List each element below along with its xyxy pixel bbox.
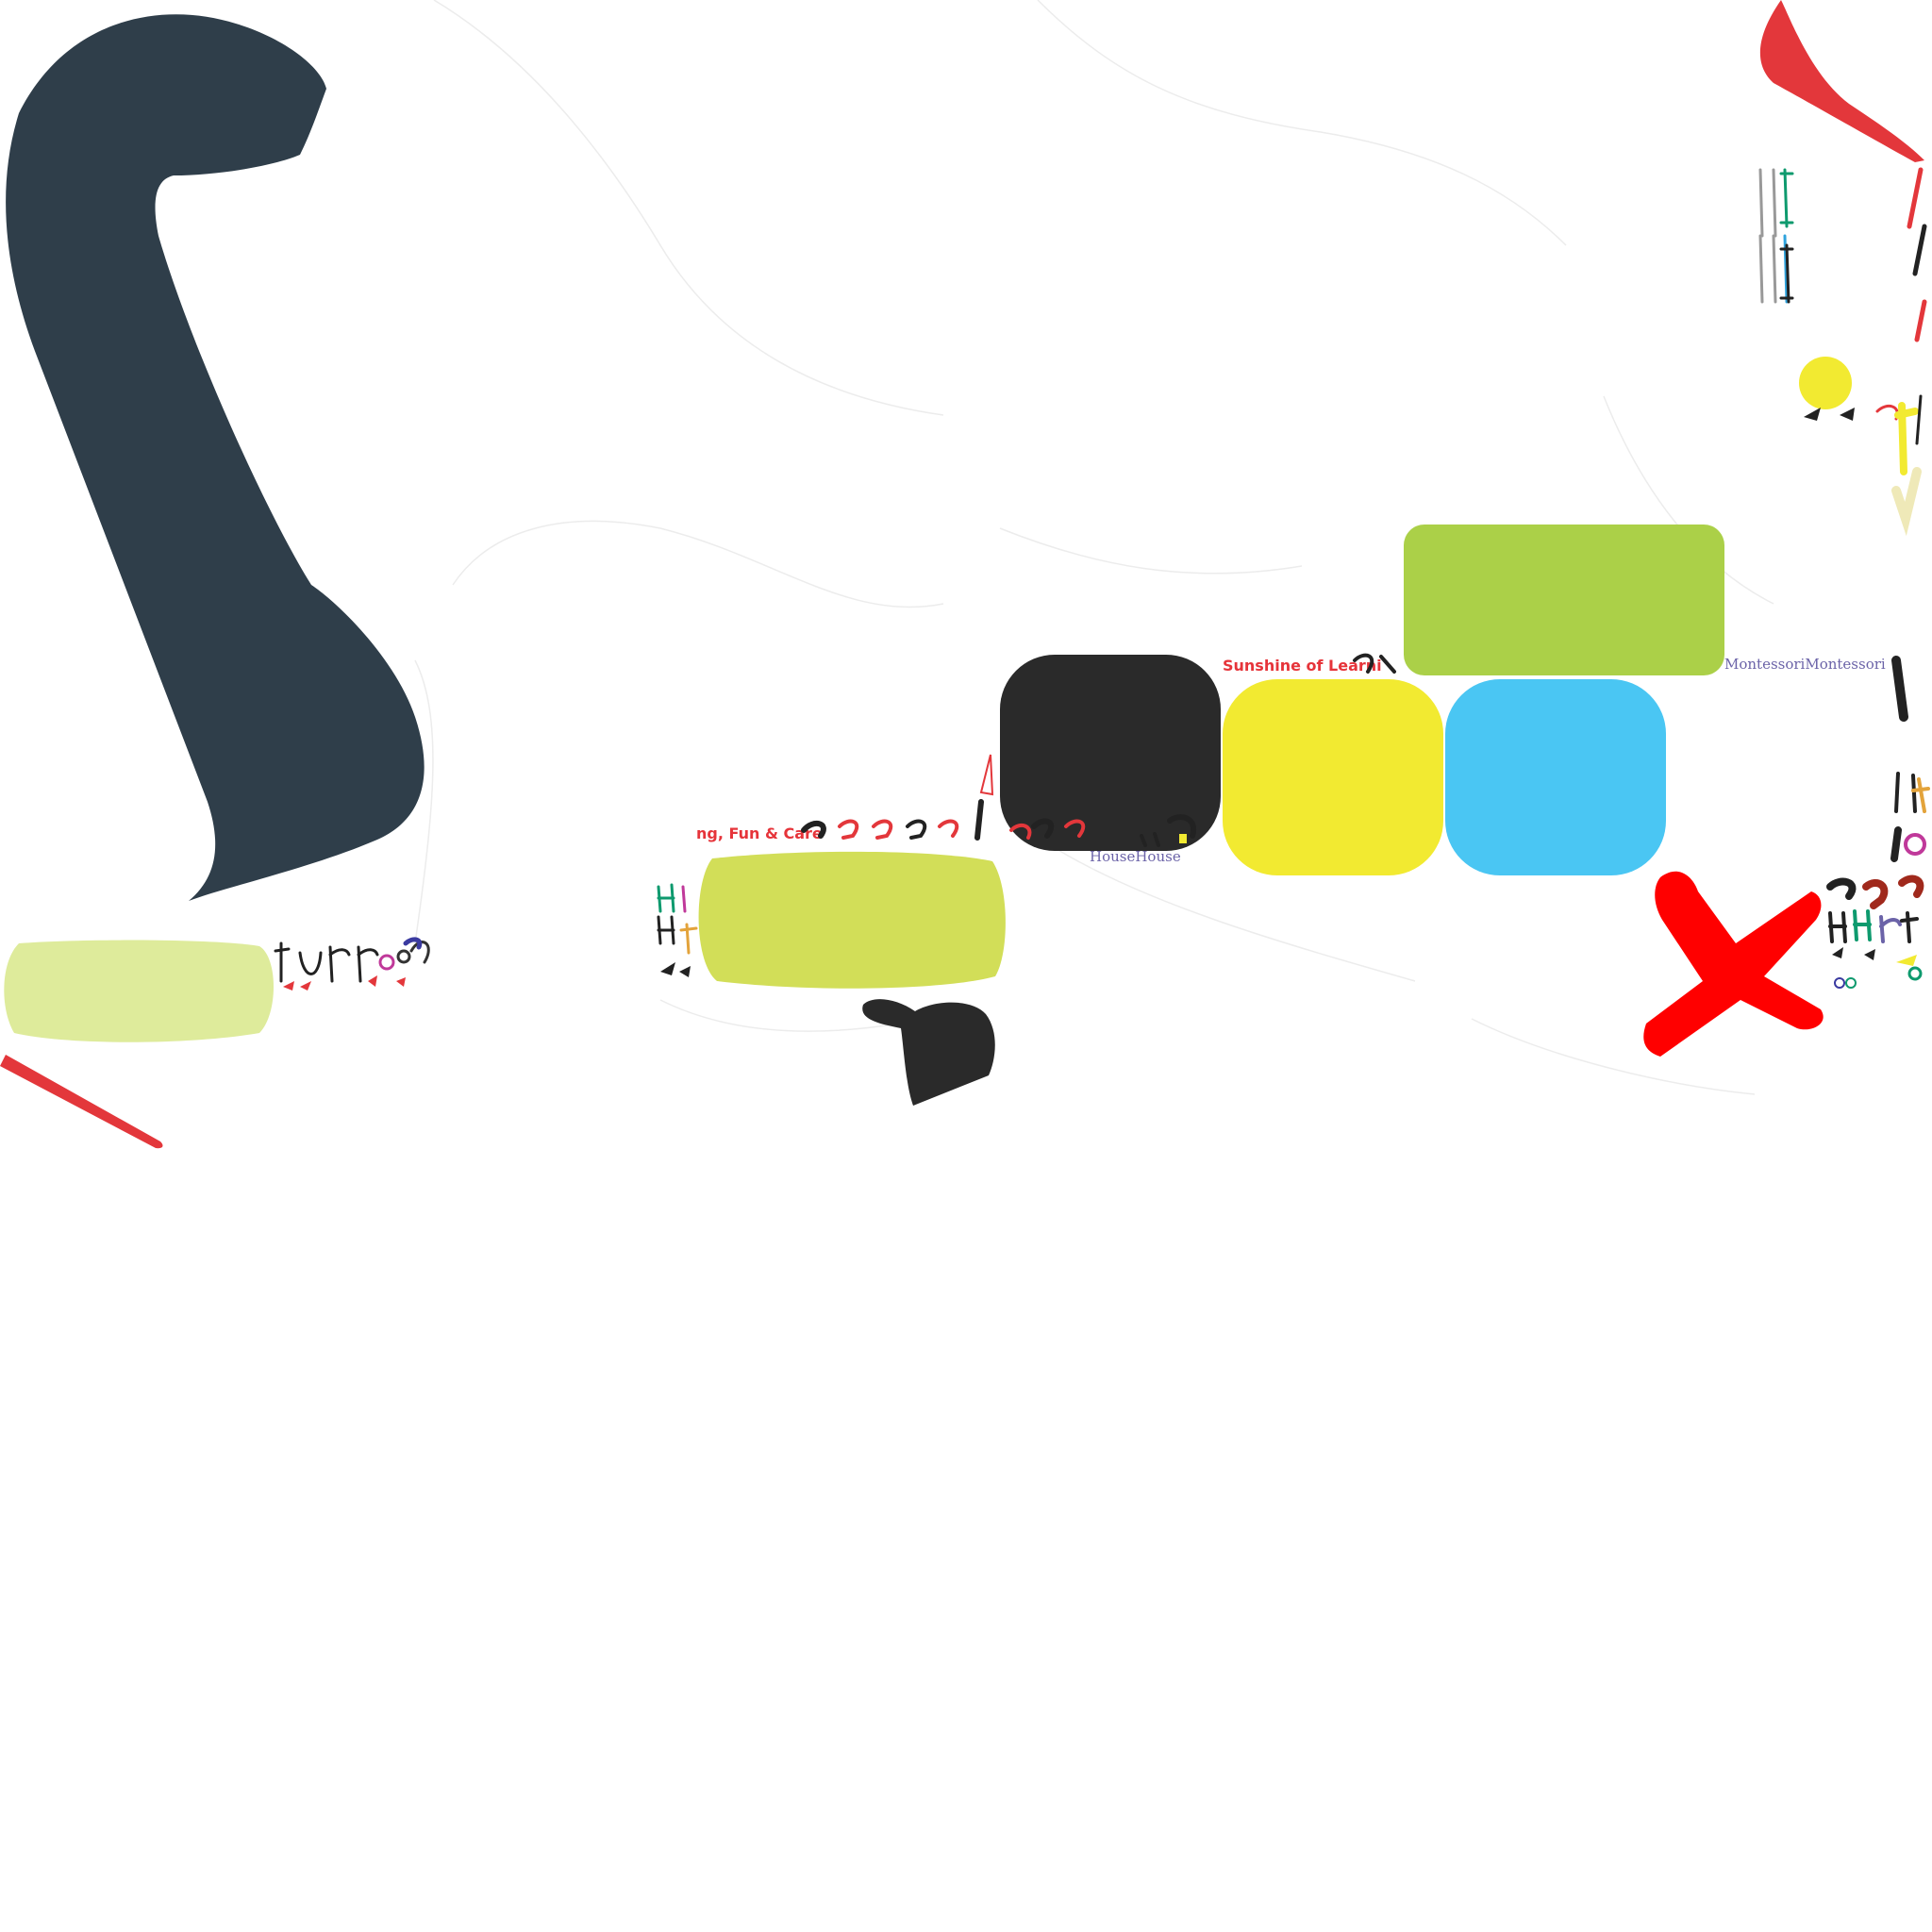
charcoal-boot-shape [862, 999, 995, 1106]
swirl-outline [1037, 0, 1567, 246]
lime-pill [698, 851, 1006, 989]
swirl-outline [1603, 395, 1774, 605]
label-house: HouseHouse [1090, 848, 1181, 865]
swirl-outline [433, 0, 944, 416]
swirl-outline [452, 520, 944, 608]
red-cross-shape [1643, 871, 1824, 1057]
red-stick [0, 1055, 163, 1149]
swirl-outline [999, 527, 1303, 575]
yellow-ball [1799, 357, 1852, 409]
fragment-cluster-top-right [1758, 167, 1927, 537]
red-horn-shape [1759, 0, 1924, 162]
light-green-pill [4, 940, 275, 1042]
swirl-outline [1056, 848, 1416, 982]
swirl-outline [1471, 1018, 1756, 1095]
fragment-cluster-hh [657, 883, 698, 977]
sky-blue-tile [1445, 679, 1666, 875]
fragment-cluster-right [1826, 656, 1930, 989]
green-tile [1404, 525, 1724, 675]
label-montessori: MontessoriMontessori [1724, 656, 1886, 673]
yellow-tile [1223, 679, 1443, 875]
label-sunshine: Sunshine of Learni [1223, 657, 1382, 675]
fragment-cluster-left [274, 937, 430, 991]
fragment-cluster-mid [801, 653, 1396, 847]
dark-hook-shape [6, 14, 425, 901]
label-fun-care: ng, Fun & Care [696, 824, 823, 842]
swirl-outline [414, 659, 434, 944]
